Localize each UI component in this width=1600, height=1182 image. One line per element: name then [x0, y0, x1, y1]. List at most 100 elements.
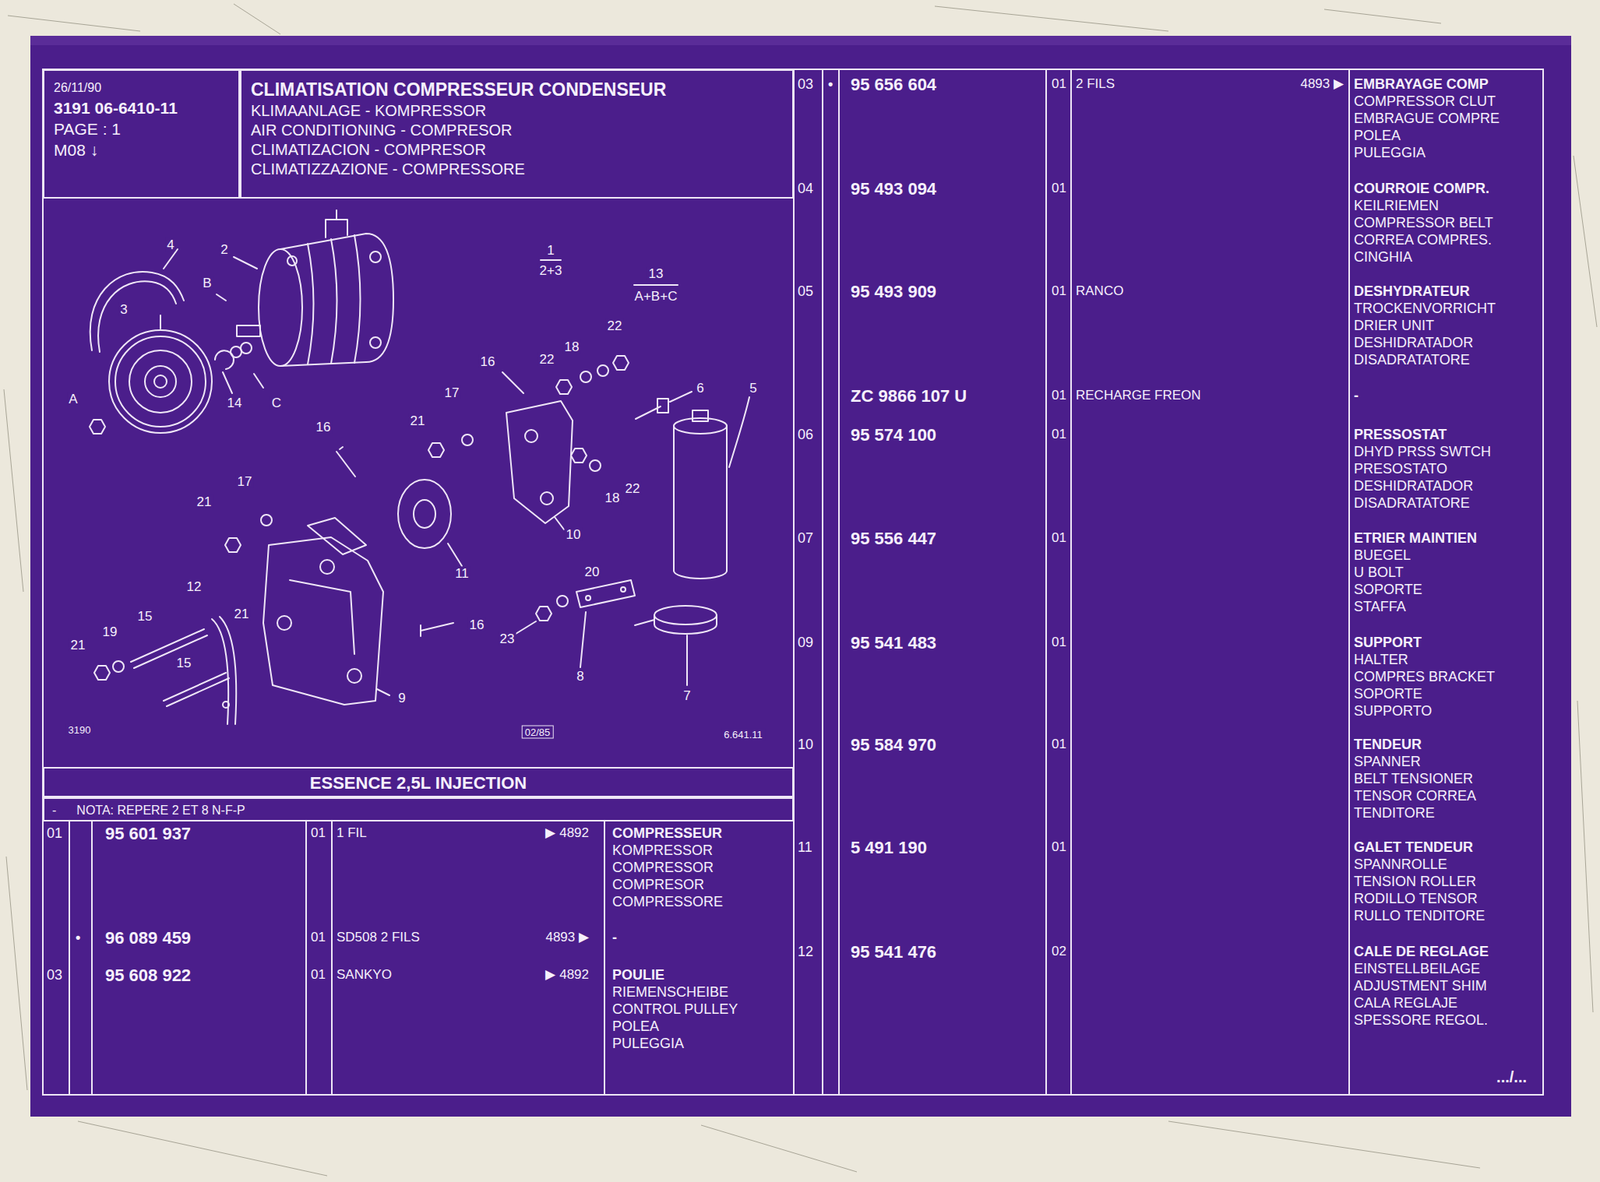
- drawing-stroke: [159, 315, 162, 329]
- part-number: 95 541 483: [850, 633, 937, 653]
- drawing-stroke: [339, 447, 343, 450]
- drawing-date: 02/85: [521, 725, 554, 740]
- callout-number: 15: [136, 609, 155, 624]
- callout-number: 10: [564, 528, 583, 542]
- drawing-stroke: [263, 537, 384, 705]
- drawing-stroke: [1324, 9, 1442, 24]
- drawing-stroke: [620, 587, 626, 593]
- drawing-stroke: [556, 380, 572, 395]
- drawing-stroke: [692, 410, 709, 422]
- callout-number: 14: [225, 396, 244, 410]
- drawing-stroke: [701, 1125, 857, 1173]
- drawing-stroke: [325, 219, 348, 238]
- drawing-stroke: [377, 689, 390, 696]
- callout-number: 18: [563, 340, 582, 354]
- item-number: 09: [797, 634, 814, 652]
- note-band: -NOTA: REPERE 2 ET 8 N-F-P: [42, 797, 794, 822]
- remark: RANCO: [1075, 283, 1124, 300]
- drawing-stroke: [253, 373, 264, 388]
- box-line: AIR CONDITIONING - COMPRESOR: [250, 120, 783, 141]
- item-number: 01: [46, 825, 63, 843]
- drawing-stroke: [7, 15, 141, 32]
- part-number: 95 493 909: [850, 281, 937, 302]
- part-name: CINGHIA: [1353, 249, 1413, 266]
- drawing-stroke: [225, 538, 241, 553]
- part-number: 96 089 459: [105, 928, 191, 949]
- drawing-stroke: [634, 284, 678, 286]
- quantity: 01: [1051, 180, 1067, 197]
- drawing-stroke: [287, 256, 297, 266]
- quantity: 01: [1051, 839, 1067, 856]
- callout-number: 4: [165, 238, 176, 252]
- part-name: U BOLT: [1353, 564, 1404, 582]
- box-heading: ESSENCE 2,5L INJECTION: [50, 773, 786, 794]
- part-name: PULEGGIA: [1353, 144, 1426, 162]
- callout-number: 21: [232, 607, 251, 621]
- drawing-stroke: [428, 443, 445, 458]
- drawing-stroke: [77, 1121, 328, 1177]
- callout-number: 16: [314, 420, 333, 434]
- item-number: 11: [797, 839, 813, 857]
- part-name: CORREA COMPRES.: [1353, 232, 1492, 249]
- callout-number: 22: [538, 352, 557, 367]
- drawing-stroke: [336, 451, 356, 477]
- drawing-stroke: [597, 365, 609, 377]
- drawing-stroke: [838, 69, 840, 1096]
- drawing-stroke: [115, 336, 206, 427]
- drawing-stroke: [331, 821, 333, 1096]
- drawing-stroke: [657, 398, 669, 413]
- remark: 2 FILS: [1075, 76, 1115, 92]
- part-name: ETRIER MAINTIEN: [1353, 530, 1477, 547]
- part-name: SUPPORTO: [1353, 703, 1432, 720]
- drawing-stroke: [305, 821, 307, 1096]
- drawing-stroke: [90, 271, 184, 351]
- drawing-stroke: [792, 69, 795, 1096]
- part-name: POLEA: [1353, 127, 1401, 145]
- part-name: RULLO TENDITORE: [1353, 908, 1485, 925]
- part-number: 95 601 937: [105, 824, 191, 844]
- drawing-stroke: [240, 342, 252, 354]
- drawing-stroke: [1577, 701, 1593, 1013]
- drawing-stroke: [580, 612, 586, 668]
- drawing-stroke: [1573, 155, 1597, 328]
- remark: SD508 2 FILS: [336, 930, 420, 946]
- callout-number: 21: [195, 495, 214, 509]
- drawing-stroke: [725, 426, 728, 571]
- drawing-stroke: [525, 429, 538, 443]
- drawing-stroke: [68, 821, 71, 1096]
- remark: 1 FIL: [336, 825, 367, 842]
- part-name: TENDITORE: [1353, 805, 1435, 822]
- part-name: PRESOSTATO: [1353, 461, 1448, 478]
- quantity: 02: [1051, 944, 1067, 960]
- part-name: DESHYDRATEUR: [1353, 283, 1470, 300]
- callout-number: 22: [606, 319, 624, 333]
- quantity: 01: [310, 967, 326, 984]
- part-name: HALTER: [1353, 651, 1409, 669]
- part-number: 95 541 476: [850, 942, 937, 963]
- drawing-stroke: [109, 330, 212, 434]
- part-name: SOPORTE: [1353, 581, 1423, 599]
- drawing-stroke: [166, 678, 230, 707]
- part-name: COMPRESSOR: [612, 859, 714, 877]
- drawing-stroke: [354, 235, 361, 363]
- quantity: 01: [1051, 283, 1067, 300]
- drawing-stroke: [535, 606, 552, 621]
- part-name: SOPORTE: [1353, 686, 1423, 703]
- box-line: PAGE : 1: [53, 118, 230, 140]
- box-line: M08 ↓: [53, 139, 230, 161]
- drawing-stroke: [413, 500, 436, 529]
- drawing-stroke: [260, 514, 272, 526]
- part-name: CONTROL PULLEY: [612, 1001, 738, 1019]
- part-name: PRESSOSTAT: [1353, 426, 1447, 444]
- header-box: 26/11/903191 06-6410-11PAGE : 1M08 ↓: [42, 69, 240, 199]
- part-name: TENSOR CORREA: [1353, 788, 1477, 805]
- exploded-illustration: [89, 210, 750, 725]
- callout-number: C: [270, 396, 283, 410]
- drawing-stroke: [673, 426, 675, 571]
- title-box: CLIMATISATION COMPRESSEUR CONDENSEURKLIM…: [239, 69, 794, 199]
- drawing-stroke: [398, 479, 452, 549]
- drawing-stroke: [233, 257, 258, 269]
- part-name: EMBRAYAGE COMP: [1353, 76, 1489, 93]
- drawing-stroke: [821, 69, 824, 1096]
